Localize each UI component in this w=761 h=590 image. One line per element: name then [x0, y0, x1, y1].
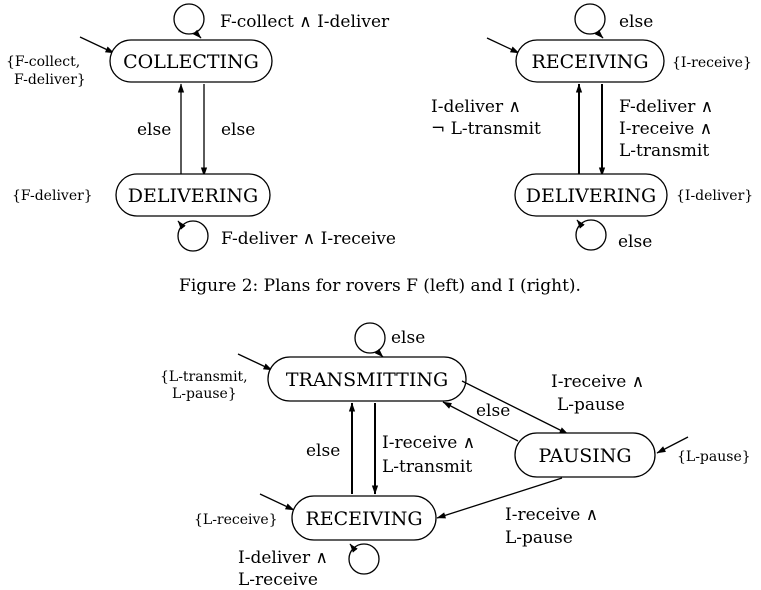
state-pausing [514, 432, 656, 478]
state-collecting [109, 39, 273, 83]
edge-trans-recv-label-2: L-transmit [382, 457, 472, 477]
receiving-l-self-loop [348, 543, 380, 575]
transmitting-loop-label: else [391, 328, 425, 348]
delivering-i-loop-arrowhead [576, 219, 585, 229]
delivering-i-set: {I-deliver} [676, 188, 753, 204]
state-delivering-f-label: DELIVERING [128, 185, 258, 207]
edge-pause-recv-label-1: I-receive ∧ [505, 505, 598, 525]
edge-down-label: else [221, 120, 255, 140]
collecting-set-line1: {F-collect, [6, 54, 80, 70]
state-receiving-l [291, 495, 437, 541]
edge-transmitting-to-pausing [461, 380, 569, 435]
figure-caption: Figure 2: Plans for rovers F (left) and … [179, 276, 581, 296]
state-collecting-label: COLLECTING [123, 51, 259, 73]
edge-trans-pause-label-1: I-receive ∧ [551, 372, 644, 392]
edge-i-down-label-2: I-receive ∧ [619, 119, 712, 139]
state-receiving-i [515, 39, 665, 83]
receiving-i-loop-arrowhead [594, 29, 604, 39]
receiving-i-self-loop [574, 3, 606, 35]
pausing-set: {L-pause} [677, 449, 751, 465]
collecting-loop-arrowhead [192, 29, 202, 39]
transmitting-initial-arrow [237, 353, 273, 371]
delivering-f-self-loop [177, 220, 209, 252]
receiving-i-initial-arrow [486, 37, 520, 54]
edge-recv-trans-label: else [306, 441, 340, 461]
state-receiving-i-label: RECEIVING [531, 51, 648, 73]
rover-l-plan: else TRANSMITTING {L-transmit, L-pause} … [160, 322, 751, 590]
edge-pause-recv-label-2: L-pause [505, 528, 573, 548]
collecting-self-loop [173, 3, 205, 35]
pausing-initial-arrow [656, 436, 689, 454]
state-pausing-label: PAUSING [538, 445, 631, 467]
edge-pausing-to-receiving [436, 477, 563, 519]
rover-f-plan: F-collect ∧ I-deliver COLLECTING {F-coll… [6, 3, 396, 252]
state-delivering-i-label: DELIVERING [526, 185, 656, 207]
transmitting-loop-arrowhead [374, 348, 384, 358]
edge-i-down-label-1: F-deliver ∧ [619, 97, 713, 117]
transmitting-set-line1: {L-transmit, [160, 369, 248, 385]
receiving-i-loop-label: else [619, 12, 653, 32]
delivering-i-loop-label: else [618, 232, 652, 252]
edge-i-down-label-3: L-transmit [619, 141, 709, 161]
state-receiving-l-label: RECEIVING [305, 508, 422, 530]
receiving-l-set: {L-receive} [194, 512, 278, 528]
collecting-initial-arrow [79, 36, 115, 54]
receiving-l-initial-arrow [259, 493, 295, 511]
state-delivering-f [115, 173, 271, 217]
edge-i-up-label-1: I-deliver ∧ [431, 97, 521, 117]
collecting-set-line2: F-deliver} [14, 72, 86, 88]
edge-trans-pause-label-2: L-pause [557, 395, 625, 415]
transmitting-self-loop [354, 322, 386, 354]
edge-up-label: else [137, 120, 171, 140]
edge-i-up-label-2: ¬ L-transmit [431, 119, 541, 139]
transmitting-set-line2: L-pause} [172, 386, 237, 402]
collecting-loop-label: F-collect ∧ I-deliver [220, 12, 390, 32]
delivering-f-loop-arrowhead [177, 220, 186, 230]
receiving-l-loop-label-1: I-deliver ∧ [238, 548, 328, 568]
receiving-l-loop-label-2: L-receive [238, 570, 318, 590]
delivering-i-self-loop [575, 219, 607, 251]
edge-pause-trans-label: else [476, 401, 510, 421]
edge-trans-recv-label-1: I-receive ∧ [382, 433, 475, 453]
receiving-i-set: {I-receive} [672, 55, 752, 71]
delivering-f-set: {F-deliver} [12, 188, 93, 204]
rover-i-plan: else RECEIVING {I-receive} I-deliver ∧ ¬… [431, 3, 753, 252]
state-delivering-i [514, 173, 668, 217]
edge-pausing-to-transmitting [442, 401, 519, 442]
receiving-l-loop-arrowhead [349, 543, 358, 553]
state-transmitting-label: TRANSMITTING [286, 369, 448, 391]
delivering-f-loop-label: F-deliver ∧ I-receive [221, 229, 396, 249]
state-transmitting [267, 356, 467, 402]
